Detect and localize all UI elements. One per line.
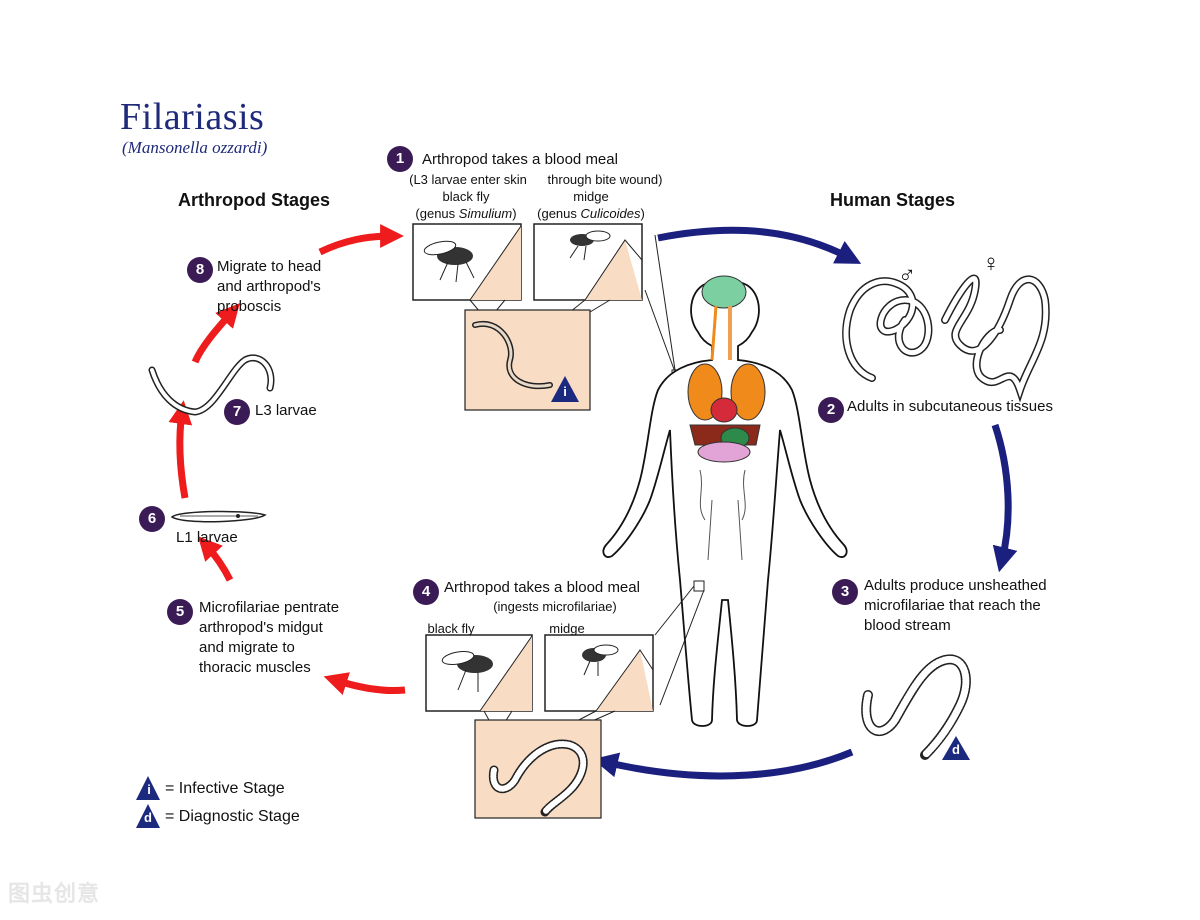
microfilaria-figure	[861, 654, 971, 760]
diagram-title: Filariasis	[120, 96, 265, 138]
arrow-5-to-6	[197, 536, 234, 582]
male-symbol: ♂	[898, 262, 916, 289]
legend-diagnostic-text: = Diagnostic Stage	[165, 808, 300, 825]
arrow-2-to-3	[991, 423, 1018, 573]
watermark: 图虫创意	[8, 881, 101, 906]
stage-1-vector-right: midge	[573, 189, 609, 204]
midge-icon-1	[569, 230, 611, 261]
arrow-7-to-8	[191, 303, 240, 364]
legend-infective-icon	[136, 776, 160, 800]
stage-5-number: 5	[167, 599, 193, 625]
stage-1-note-right: through bite wound)	[547, 172, 663, 187]
legend-infective-badge-label: i	[147, 782, 151, 797]
stage-4-vector-left: black fly	[427, 621, 475, 636]
midge-icon-2	[582, 644, 619, 676]
arthropod-stages-heading: Arthropod Stages	[178, 190, 331, 210]
infective-stage-badge	[551, 376, 579, 402]
stage-4-note: (ingests microfilariae)	[493, 599, 617, 614]
arrow-8-to-1	[318, 224, 404, 256]
stage-1-number: 1	[387, 146, 413, 172]
stage-8-number: 8	[187, 257, 213, 283]
diagnostic-stage-badge	[942, 736, 970, 760]
stage-7-text: L3 larvae	[255, 402, 317, 419]
stage-3-number: 3	[832, 579, 858, 605]
stage-4-text: Arthropod takes a blood meal	[444, 579, 640, 596]
stage-1-note-left: (L3 larvae enter skin	[409, 172, 527, 187]
lungs-icon-right	[730, 363, 766, 421]
stage-4-vector-right: midge	[549, 621, 585, 636]
female-symbol: ♀	[982, 250, 1000, 277]
legend-diagnostic-badge-label: d	[144, 810, 152, 825]
brain-icon	[701, 275, 747, 309]
stage-2-text: Adults in subcutaneous tissues	[847, 398, 1053, 415]
legend-diagnostic-icon	[136, 804, 160, 828]
heart-icon	[710, 397, 738, 423]
human-body-figure	[602, 275, 848, 727]
stage-3-text: Adults produce unsheathed microfilariae …	[864, 577, 1047, 634]
stage-2-number: 2	[818, 397, 844, 423]
adult-worms-figure	[842, 274, 1050, 403]
arrow-3-to-4	[592, 748, 854, 780]
arrow-4-to-5	[323, 672, 406, 695]
stage-1-genus-right: (genus Culicoides)	[537, 206, 645, 221]
intestine-icon	[697, 441, 751, 463]
arrow-6-to-7	[168, 400, 193, 499]
stage-5-text: Microfilariae pentrate arthropod's midgu…	[199, 599, 340, 676]
stage-1-vector-left: black fly	[442, 189, 490, 204]
stage-6-number: 6	[139, 506, 165, 532]
stage-7-number: 7	[224, 399, 250, 425]
l1-larva-figure	[170, 510, 267, 523]
black-fly-icon-2	[441, 650, 493, 692]
stage-1-text: Arthropod takes a blood meal	[422, 151, 618, 168]
diagnostic-badge-label: d	[952, 742, 960, 757]
stage-1-genus-left: (genus Simulium)	[415, 206, 517, 221]
stage4-panels	[425, 634, 654, 819]
infective-badge-label: i	[563, 384, 567, 399]
arrow-1-to-2	[657, 226, 862, 264]
black-fly-icon-1	[423, 240, 475, 283]
stage-4-number: 4	[413, 579, 439, 605]
legend-infective-text: = Infective Stage	[165, 780, 285, 797]
stage-8-text: Migrate to head and arthropod's probosci…	[217, 258, 322, 315]
human-stages-heading: Human Stages	[830, 190, 956, 210]
l3-larva-figure	[148, 354, 275, 416]
stage-6-text: L1 larvae	[176, 529, 238, 546]
stage1-panels	[412, 223, 683, 411]
diagram-subtitle: (Mansonella ozzardi)	[122, 138, 268, 157]
